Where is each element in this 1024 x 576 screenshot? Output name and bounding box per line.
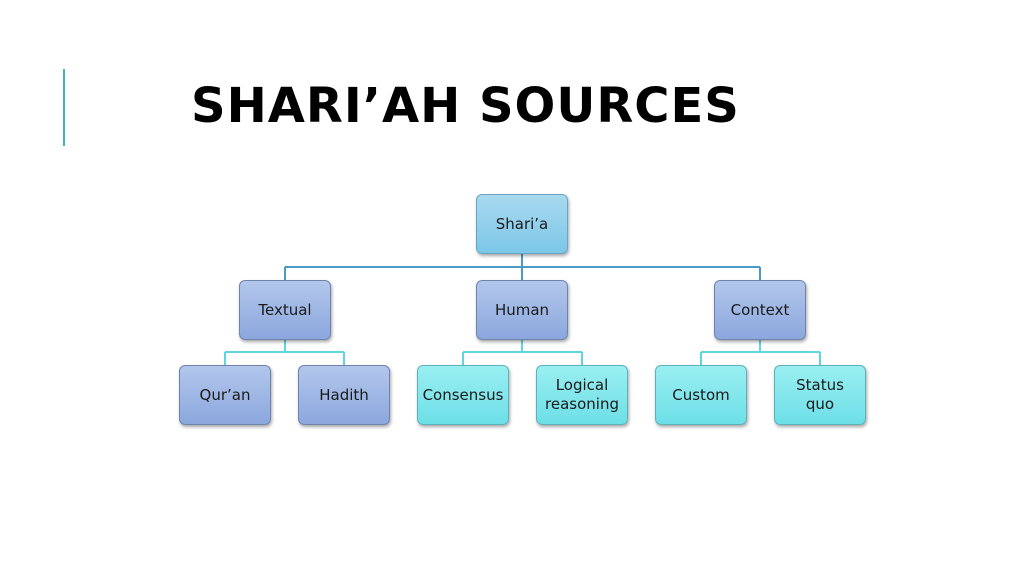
slide-title: SHARI’AH SOURCES [191, 78, 740, 134]
node-label: Shari’a [495, 214, 549, 233]
node-label: Qur’an [199, 385, 251, 404]
node-quran: Qur’an [179, 365, 271, 425]
node-sharia: Shari’a [476, 194, 568, 254]
node-consensus: Consensus [417, 365, 509, 425]
node-context: Context [714, 280, 806, 340]
accent-bar [63, 69, 65, 146]
node-label: Textual [258, 300, 312, 319]
node-label: Context [730, 300, 790, 319]
node-label: Status quo [796, 376, 844, 413]
node-label: Hadith [319, 385, 369, 404]
node-custom: Custom [655, 365, 747, 425]
node-status-quo: Status quo [774, 365, 866, 425]
node-logical-reasoning: Logical reasoning [536, 365, 628, 425]
node-textual: Textual [239, 280, 331, 340]
node-hadith: Hadith [298, 365, 390, 425]
node-human: Human [476, 280, 568, 340]
node-label: Human [494, 300, 550, 319]
node-label: Consensus [422, 385, 504, 404]
node-label: Logical reasoning [545, 376, 619, 413]
node-label: Custom [672, 385, 730, 404]
